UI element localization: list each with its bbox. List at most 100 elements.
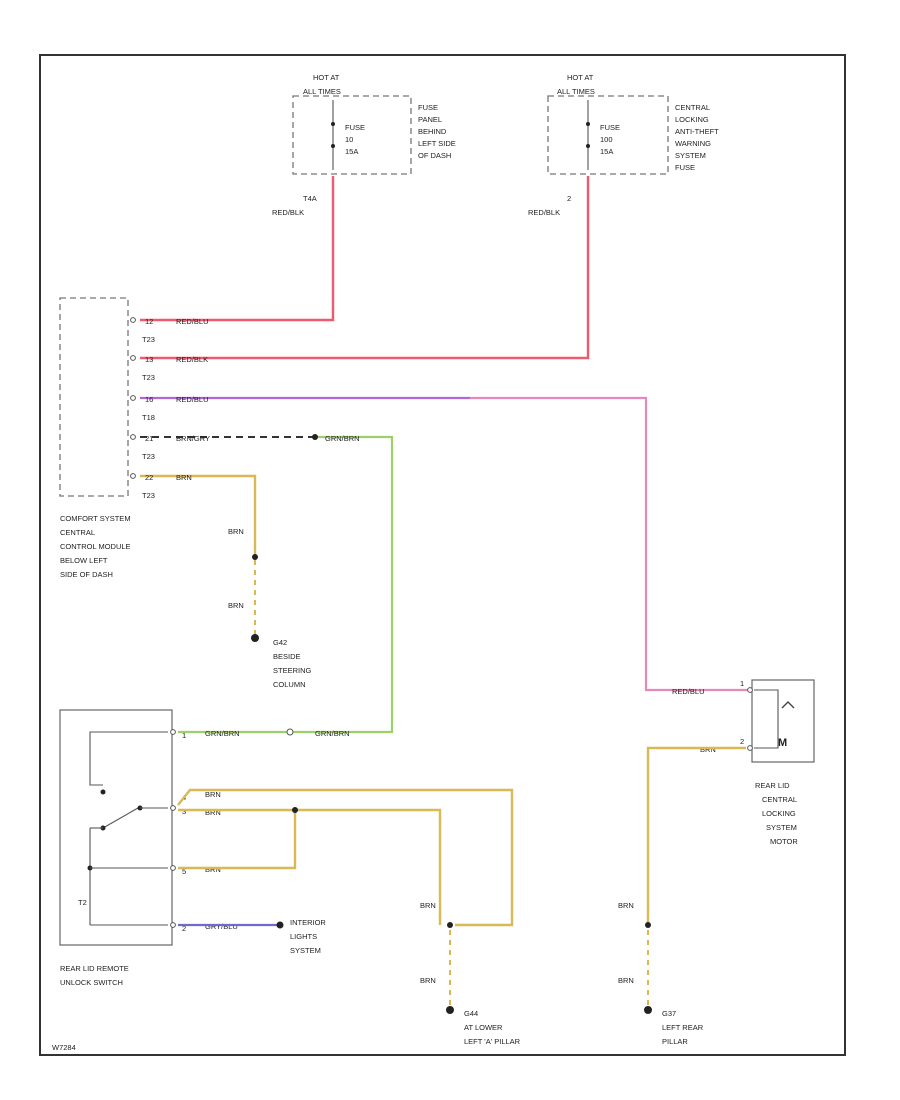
ground-g37-label-2: LEFT REAR: [662, 1023, 704, 1032]
green-wire-bottom-right-label: GRN/BRN: [315, 729, 350, 738]
fuse-2-circuit: 2: [567, 194, 571, 203]
wire-switch-brn-upper: [177, 788, 514, 927]
fuse-2-location-1: CENTRAL: [675, 103, 710, 112]
wire-module-brn: [140, 474, 257, 555]
ground-g42-label-3: STEERING: [273, 666, 312, 675]
module-pin-4-number: 21: [145, 434, 153, 443]
switch-pin-3-number: 3: [182, 807, 186, 816]
fuse-2: HOT AT ALL TIMES FUSE 100 15A CENTRAL LO…: [528, 73, 719, 217]
ground-g42-wire-upper: BRN: [228, 527, 244, 536]
module-label-5: SIDE OF DASH: [60, 570, 113, 579]
fuse-1-rating: 15A: [345, 147, 358, 156]
switch-blade: [102, 807, 139, 829]
ground-g44-terminal: [446, 1006, 454, 1014]
ground-g37-label-1: G37: [662, 1009, 676, 1018]
ground-g42-wire-lower: BRN: [228, 601, 244, 610]
ground-g44: BRN BRN G44 AT LOWER LEFT 'A' PILLAR: [420, 901, 521, 1046]
fuse-1-location-3: BEHIND: [418, 127, 447, 136]
fuse-2-terminal-bottom: [586, 144, 590, 148]
motor-internal: [754, 689, 779, 749]
module-pin-3-ring: [130, 395, 136, 401]
module-pin-3-connector: T18: [142, 413, 155, 422]
fuse-1-location-5: OF DASH: [418, 151, 451, 160]
fuse-1-number: 10: [345, 135, 353, 144]
splice-brn-middle: [292, 807, 298, 813]
motor-label-3: LOCKING: [762, 809, 796, 818]
fuse-2-wire-color: RED/BLK: [528, 208, 560, 217]
motor-box: [751, 679, 815, 763]
fuse-2-location-6: FUSE: [675, 163, 695, 172]
module-pin-5: 22 T23 BRN: [130, 473, 192, 500]
module-box: [59, 297, 129, 497]
ground-g37-wire-lower: BRN: [618, 976, 634, 985]
module-pin-2: 13 T23 RED/BLK: [130, 355, 208, 382]
switch-pin-5-number: 5: [182, 867, 186, 876]
motor-pin-2-ring: [747, 745, 753, 751]
green-wire-top-label: GRN/BRN: [325, 434, 360, 443]
ground-g44-wire-lower: BRN: [420, 976, 436, 985]
fuse-1-terminal-top: [331, 122, 335, 126]
ground-g42-terminal: [251, 634, 259, 642]
wire-fuse2-to-module: [140, 176, 590, 360]
motor-pin-2-number: 2: [740, 737, 744, 746]
fuse-1-location-2: PANEL: [418, 115, 442, 124]
switch-internal-top: [89, 731, 168, 786]
module-pin-1-number: 12: [145, 317, 153, 326]
rear-lid-motor: 1 2 M RED/BLU BRN REAR LID CENTRAL LOCKI…: [672, 679, 815, 846]
module-pin-5-number: 22: [145, 473, 153, 482]
module-label-1: COMFORT SYSTEM: [60, 514, 131, 523]
diagram-frame: [39, 54, 846, 1056]
motor-label-4: SYSTEM: [766, 823, 797, 832]
green-wire-connector: [286, 728, 294, 736]
fuse-2-name: FUSE: [600, 123, 620, 132]
switch-pin-4-wire: BRN: [205, 808, 221, 817]
wire-to-motor-pink: [470, 396, 748, 692]
module-pin-2-ring: [130, 355, 136, 361]
module-pin-1-wire: RED/BLU: [176, 317, 209, 326]
fuse-1: HOT AT ALL TIMES FUSE 10 15A FUSE PANEL …: [272, 73, 456, 217]
motor-label-2: CENTRAL: [762, 795, 797, 804]
fuse-1-wire-color: RED/BLK: [272, 208, 304, 217]
fuse-1-name: FUSE: [345, 123, 365, 132]
switch-pin-5-ring: [170, 865, 176, 871]
ground-g44-label-1: G44: [464, 1009, 478, 1018]
fuse-1-hot-line-1: HOT AT: [313, 73, 340, 82]
ground-g42-label-1: G42: [273, 638, 287, 647]
motor-label-1: REAR LID: [755, 781, 790, 790]
module-pin-1-connector: T23: [142, 335, 155, 344]
motor-symbol-icon: M: [778, 737, 787, 749]
motor-pin-1-number: 1: [740, 679, 744, 688]
motor-label-5: MOTOR: [770, 837, 798, 846]
module-label-2: CENTRAL: [60, 528, 95, 537]
module-pin-4-connector: T23: [142, 452, 155, 461]
wire-green: [178, 435, 394, 734]
fuse-1-hot-line-2: ALL TIMES: [303, 87, 341, 96]
switch-pin-1-wire: GRN/BRN: [205, 729, 240, 738]
switch-label-2: UNLOCK SWITCH: [60, 978, 123, 987]
switch-pin-5-wire: BRN: [205, 865, 221, 874]
ground-g37-terminal: [644, 1006, 652, 1014]
ground-g42-label-4: COLUMN: [273, 680, 306, 689]
module-label-4: BELOW LEFT: [60, 556, 108, 565]
motor-arrow-icon: [781, 701, 795, 709]
module-pin-5-wire: BRN: [176, 473, 192, 482]
module-pin-3: 16 T18 RED/BLU: [130, 395, 209, 422]
interior-lights-label-2: LIGHTS: [290, 932, 317, 941]
interior-lights-terminal: [276, 921, 284, 929]
fuse-2-location-3: ANTI-THEFT: [675, 127, 719, 136]
ground-g42-label-2: BESIDE: [273, 652, 301, 661]
motor-wire-out: BRN: [700, 745, 716, 754]
green-wire-splice: [312, 434, 318, 440]
ground-g42: BRN BRN G42 BESIDE STEERING COLUMN: [228, 527, 312, 689]
ground-g44-label-3: LEFT 'A' PILLAR: [464, 1037, 521, 1046]
wire-switch-brn-pin5: [178, 810, 297, 870]
ground-g37: BRN BRN G37 LEFT REAR PILLAR: [618, 901, 704, 1046]
switch-pin-1-number: 1: [182, 731, 186, 740]
module-pin-2-wire: RED/BLK: [176, 355, 208, 364]
module-label-3: CONTROL MODULE: [60, 542, 131, 551]
comfort-system-module: 12 T23 RED/BLU 13 T23 RED/BLK 16 T18 RED…: [59, 297, 210, 579]
switch-pin-2-number: 2: [182, 924, 186, 933]
switch-contact-fixed: [100, 789, 106, 795]
fuse-2-hot-line-2: ALL TIMES: [557, 87, 595, 96]
